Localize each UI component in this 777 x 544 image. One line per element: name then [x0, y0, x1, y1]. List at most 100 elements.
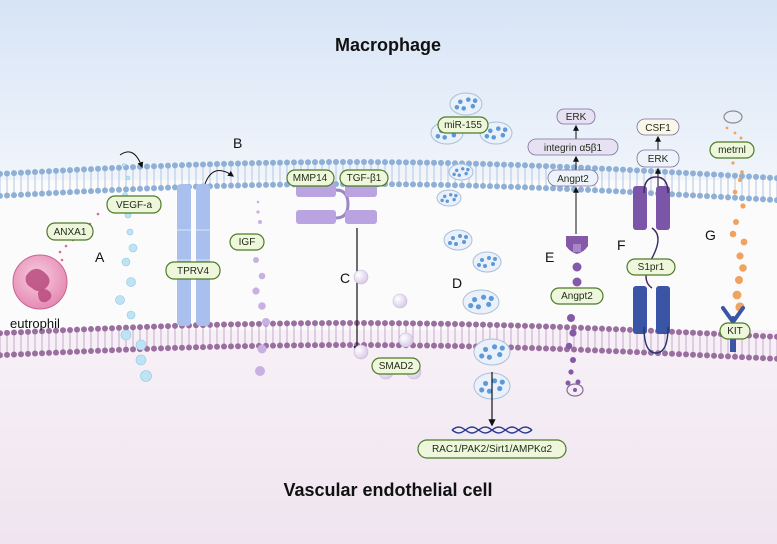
lipid-head: [634, 349, 640, 356]
igf-dot: [255, 366, 265, 376]
erk-f-label: ERK: [648, 154, 669, 165]
vesicle-cargo: [479, 387, 485, 393]
smad2-label-box: SMAD2: [371, 357, 421, 375]
lipid-head: [662, 168, 668, 175]
lipid-head: [32, 168, 38, 175]
lipid-head: [116, 186, 122, 193]
erk-box-e: [556, 108, 596, 125]
lipid-head: [46, 168, 52, 175]
lipid-head: [130, 186, 136, 193]
lipid-head: [81, 326, 87, 333]
lipid-head: [599, 325, 605, 332]
lipid-head: [347, 342, 353, 349]
vesicle-cargo: [470, 103, 476, 109]
vesicle: [472, 251, 502, 273]
lipid-head: [221, 321, 227, 328]
vesicle-cargo: [454, 193, 458, 198]
anxa1-label-box: ANXA1: [46, 222, 94, 241]
s1pr1-receptor: [633, 176, 670, 354]
lipid-head: [557, 185, 563, 192]
vesicle-cargo: [496, 126, 501, 131]
vesicle-cargo: [486, 301, 492, 307]
lipid-head: [4, 351, 10, 358]
lipid-head: [452, 182, 458, 189]
lipid-head: [620, 188, 626, 195]
lipid-head: [396, 320, 402, 327]
lipid-head: [578, 324, 584, 331]
lipid-head: [760, 196, 766, 203]
lipid-head: [347, 320, 353, 327]
lipid-head: [0, 170, 3, 177]
lipid-head: [522, 322, 528, 329]
trpv4-label-box: TPRV4: [165, 261, 221, 280]
lipid-head: [417, 181, 423, 188]
lipid-head: [249, 182, 255, 189]
lipid-head: [431, 320, 437, 327]
lipid-head: [557, 346, 563, 353]
lipid-head: [403, 181, 409, 188]
angpt2-mid-label-box: Angpt2: [550, 287, 604, 305]
lipid-head: [431, 159, 437, 166]
vesicle: [449, 92, 483, 116]
lipid-head: [298, 320, 304, 327]
lipid-head: [88, 188, 94, 195]
vesicle-cargo: [500, 132, 506, 138]
lipid-head: [172, 344, 178, 351]
vesicle-cargo: [492, 344, 498, 350]
lipid-head: [599, 347, 605, 354]
trpv4-arrow: [204, 170, 234, 185]
lipid-head: [550, 185, 556, 192]
lipid-head: [676, 329, 682, 336]
anxa1-dot: [60, 258, 64, 262]
lipid-head: [529, 345, 535, 352]
vesicle-cargo: [442, 135, 448, 140]
lipid-head: [39, 328, 45, 335]
lipid-head: [158, 162, 164, 169]
angpt2-dot: [569, 329, 577, 337]
lipid-head: [263, 181, 269, 188]
lipid-head: [18, 169, 24, 176]
vesicle-cargo: [466, 97, 471, 102]
lipid-head: [277, 342, 283, 349]
lipid-head: [613, 166, 619, 173]
lipid-head: [508, 322, 514, 329]
vesicle: [436, 189, 462, 207]
vesicle-cargo: [464, 171, 468, 176]
lipid-head: [116, 346, 122, 353]
lipid-head: [382, 342, 388, 349]
lipid-head: [697, 330, 703, 337]
lipid-head: [536, 184, 542, 191]
lipid-head: [88, 348, 94, 355]
endothelial-title: Vascular endothelial cell: [283, 480, 492, 500]
lipid-head: [767, 174, 773, 181]
lipid-head: [319, 159, 325, 166]
lipid-head: [746, 354, 752, 361]
lipid-head: [221, 182, 227, 189]
lipid-head: [732, 353, 738, 360]
lipid-head: [648, 168, 654, 175]
lipid-head: [508, 161, 514, 168]
lipid-head: [284, 342, 290, 349]
lipid-head: [564, 163, 570, 170]
lipid-head: [515, 322, 521, 329]
lipid-head: [627, 348, 633, 355]
kit-label: KIT: [727, 326, 743, 337]
lipid-head: [32, 190, 38, 197]
tgfb1-label: TGF-β1: [347, 173, 382, 184]
lipid-head: [739, 354, 745, 361]
panel-letter-c: C: [340, 270, 350, 286]
lipid-head: [571, 324, 577, 331]
rac1-label: RAC1/PAK2/Sirt1/AMPKα2: [432, 444, 553, 455]
lipid-head: [753, 332, 759, 339]
dna-strand: [451, 426, 533, 434]
vesicle-cargo: [488, 295, 494, 301]
lipid-head: [536, 345, 542, 352]
vesicle-cargo: [451, 132, 457, 138]
lipid-head: [375, 342, 381, 349]
lipid-head: [466, 182, 472, 189]
lipid-head: [690, 351, 696, 358]
lipid-head: [46, 349, 52, 356]
lipid-head: [270, 159, 276, 166]
panel-letter-f: F: [617, 237, 626, 253]
